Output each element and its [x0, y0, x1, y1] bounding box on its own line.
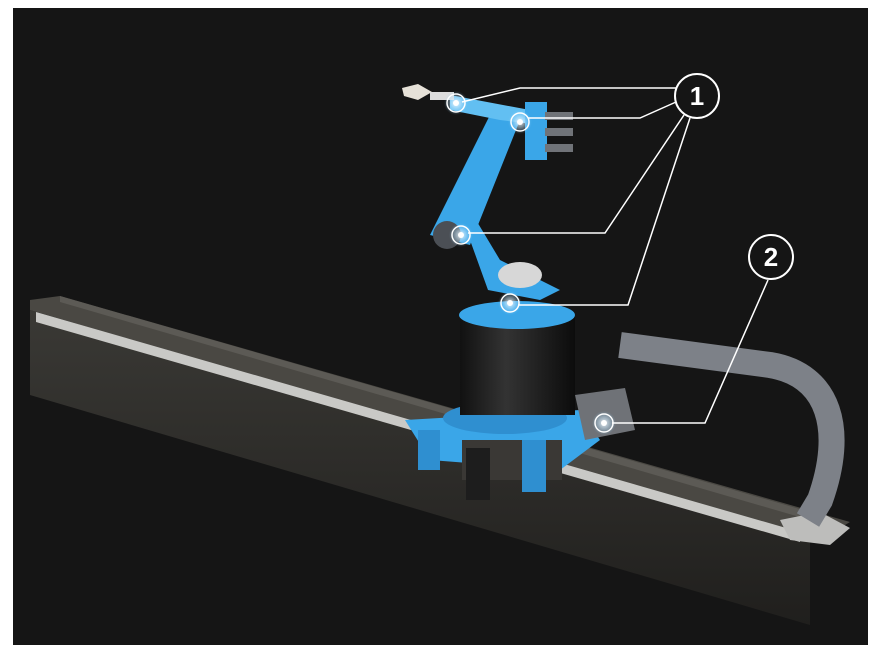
callout-2-label: 2	[764, 242, 778, 272]
joint-marker-icon	[449, 223, 473, 247]
robot-base	[405, 301, 635, 500]
joint-marker-icon	[444, 91, 468, 115]
joint-marker-icon	[508, 110, 532, 134]
joint-marker-icon	[592, 411, 616, 435]
joint-marker-icon	[498, 291, 522, 315]
leader-lines	[461, 87, 769, 424]
callout-2: 2	[748, 234, 794, 280]
callout-1-label: 1	[690, 81, 704, 111]
joint-markers	[444, 91, 616, 435]
callout-1: 1	[674, 73, 720, 119]
cable-chain	[618, 332, 845, 527]
